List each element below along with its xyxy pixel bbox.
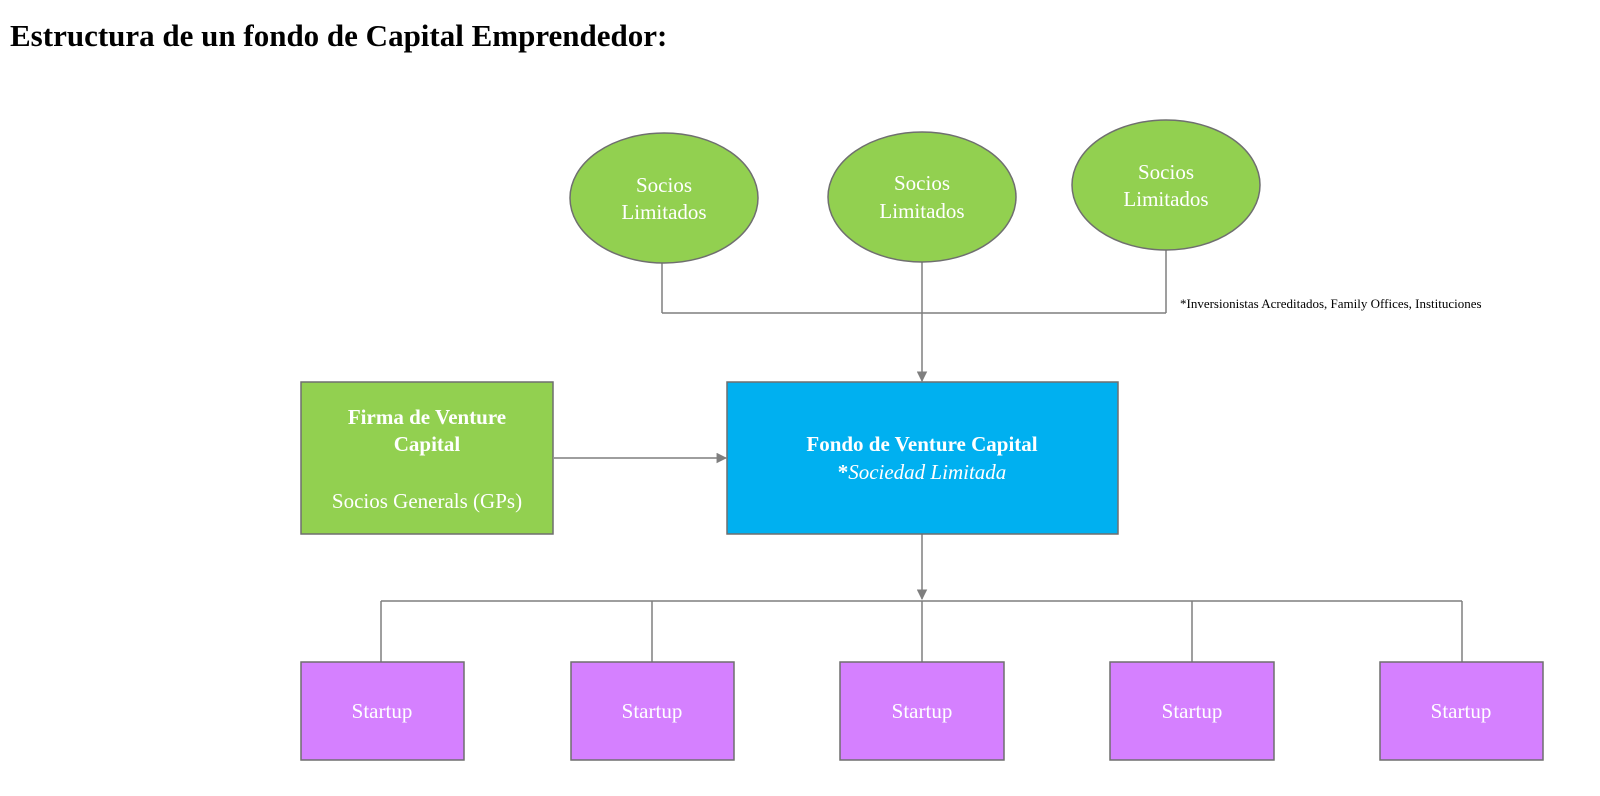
limited-partner-label: Socios <box>1138 160 1194 184</box>
startup-label: Startup <box>1431 699 1492 723</box>
limited-partner-label: Socios <box>894 171 950 195</box>
fund-subtitle-text: Sociedad Limitada <box>848 460 1006 484</box>
startup-node: Startup <box>570 661 735 761</box>
vc-firm-box <box>300 381 554 535</box>
limited-partner-ellipse <box>827 131 1017 263</box>
startup-box <box>1379 661 1544 761</box>
startup-label: Startup <box>892 699 953 723</box>
startup-label: Startup <box>622 699 683 723</box>
startup-connectors <box>380 534 1463 662</box>
limited-partner-ellipse <box>569 132 759 264</box>
startup-box <box>570 661 735 761</box>
vc-firm-title: Firma de Venture <box>348 405 506 429</box>
limited-partner-node: Socios Limitados <box>1071 119 1261 251</box>
startup-box <box>839 661 1005 761</box>
fund-subtitle: *Sociedad Limitada <box>838 460 1007 484</box>
limited-partner-node: Socios Limitados <box>827 131 1017 263</box>
fund-subtitle-prefix: * <box>838 460 849 484</box>
startup-node: Startup <box>1109 661 1275 761</box>
fund-box <box>726 381 1119 535</box>
limited-partner-label: Limitados <box>1123 187 1208 211</box>
startup-node: Startup <box>300 661 465 761</box>
limited-partner-label: Limitados <box>621 200 706 224</box>
startup-box <box>300 661 465 761</box>
limited-partner-node: Socios Limitados <box>569 132 759 264</box>
vc-firm-subtitle: Socios Generals (GPs) <box>332 489 522 513</box>
startup-label: Startup <box>352 699 413 723</box>
page-title: Estructura de un fondo de Capital Empren… <box>10 18 668 53</box>
fund-title: Fondo de Venture Capital <box>806 432 1037 456</box>
vc-firm-title: Capital <box>394 432 461 456</box>
limited-partner-label: Limitados <box>879 199 964 223</box>
startup-box <box>1109 661 1275 761</box>
limited-partner-note: *Inversionistas Acreditados, Family Offi… <box>1180 296 1482 311</box>
startup-node: Startup <box>839 661 1005 761</box>
fund-node: Fondo de Venture Capital *Sociedad Limit… <box>726 381 1119 535</box>
startup-node: Startup <box>1379 661 1544 761</box>
lp-connectors <box>661 250 1167 383</box>
startup-label: Startup <box>1162 699 1223 723</box>
limited-partner-label: Socios <box>636 173 692 197</box>
limited-partner-ellipse <box>1071 119 1261 251</box>
vc-firm-node: Firma de Venture Capital Socios Generals… <box>300 381 554 535</box>
